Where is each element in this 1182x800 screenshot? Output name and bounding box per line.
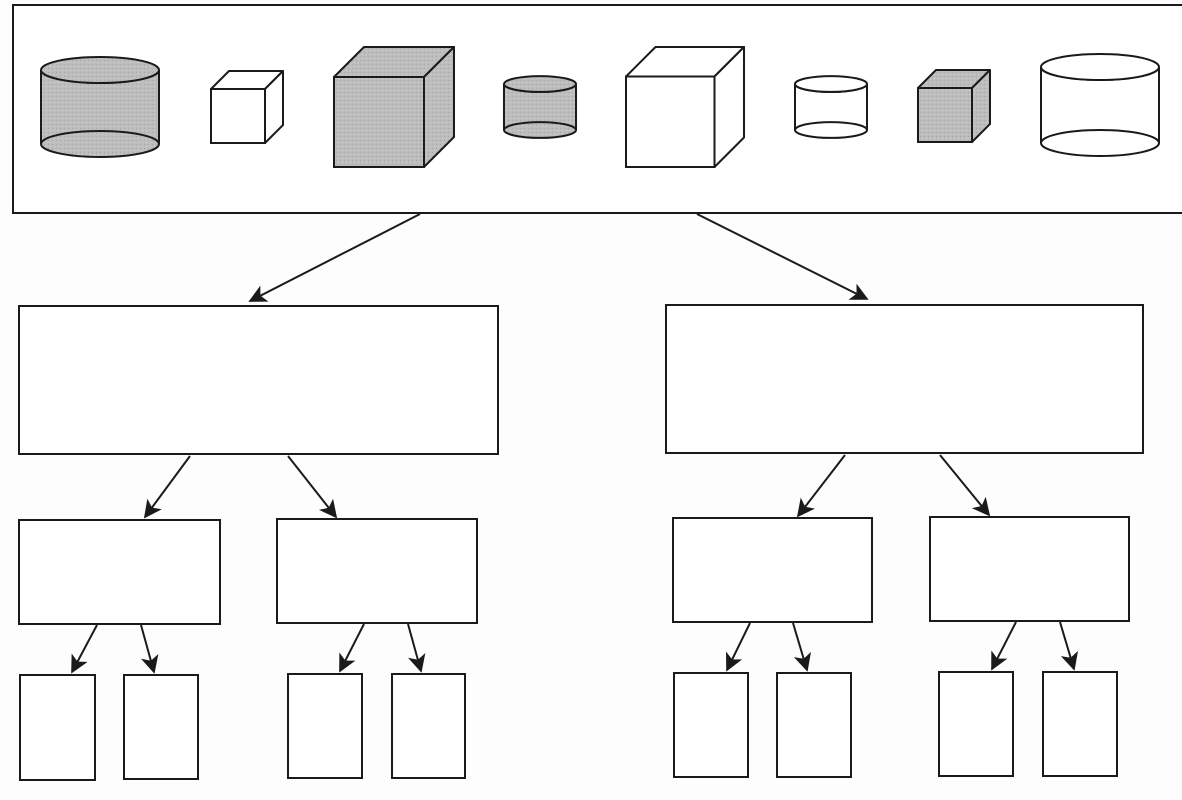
cylinder-top (40, 56, 160, 84)
level-3-box-4 (391, 673, 466, 779)
cube-front-face (625, 75, 716, 168)
plain-large-cube-icon (625, 46, 745, 168)
cube-front-face (210, 88, 266, 144)
level-3-box-5 (673, 672, 749, 778)
shaded-small-cube-icon (917, 69, 991, 143)
arrow-l2b4-to-l3b7 (991, 621, 1017, 671)
plain-small-cylinder-icon (794, 75, 868, 139)
level-1-box-2 (665, 304, 1144, 454)
level-2-box-2 (276, 518, 478, 624)
level-3-box-6 (776, 672, 852, 778)
arrow-source-to-level-1-box-2 (696, 213, 869, 300)
boxes-layer (12, 4, 1182, 781)
arrow-l2b2-to-l3b4 (407, 623, 426, 673)
cylinder-top (1040, 53, 1160, 81)
arrow-l2b3-to-l3b5 (726, 622, 751, 672)
cylinder-top (503, 75, 577, 93)
cylinder-bottom-edge (503, 121, 577, 131)
arrow-l1b1-to-l2b1 (143, 455, 191, 519)
cylinder-bottom-edge (40, 130, 160, 145)
arrow-l1b1-to-l2b2 (287, 455, 338, 519)
arrow-l1b2-to-l2b3 (796, 454, 846, 518)
arrows-layer (71, 213, 1079, 674)
shaded-small-cylinder-icon (503, 75, 577, 139)
cube-front-face (917, 87, 973, 143)
arrow-l1b2-to-l2b4 (939, 454, 991, 517)
arrow-l2b3-to-l3b6 (792, 622, 812, 672)
arrow-source-to-level-1-box-1 (248, 213, 421, 302)
arrow-l2b1-to-l3b2 (140, 624, 159, 674)
arrow-l2b2-to-l3b3 (339, 623, 365, 673)
level-2-box-1 (18, 519, 221, 625)
plain-small-cube-icon (210, 70, 284, 144)
level-2-box-4 (929, 516, 1130, 622)
cylinder-top (794, 75, 868, 93)
level-3-box-2 (123, 674, 199, 780)
cube-front-face (333, 76, 425, 168)
level-3-box-7 (938, 671, 1014, 777)
plain-large-cylinder-icon (1040, 53, 1160, 157)
source-set-box (12, 4, 1182, 214)
arrow-l2b1-to-l3b1 (71, 624, 98, 674)
cylinder-bottom-edge (794, 121, 868, 131)
level-2-box-3 (672, 517, 873, 623)
objects-layer (40, 46, 1160, 168)
level-1-box-1 (18, 305, 499, 455)
shaded-large-cylinder-icon (40, 56, 160, 158)
cylinder-bottom-edge (1040, 129, 1160, 144)
arrow-l2b4-to-l3b8 (1059, 621, 1079, 671)
shaded-large-cube-icon (333, 46, 455, 168)
level-3-box-3 (287, 673, 363, 779)
level-3-box-1 (19, 674, 96, 781)
level-3-box-8 (1042, 671, 1118, 777)
